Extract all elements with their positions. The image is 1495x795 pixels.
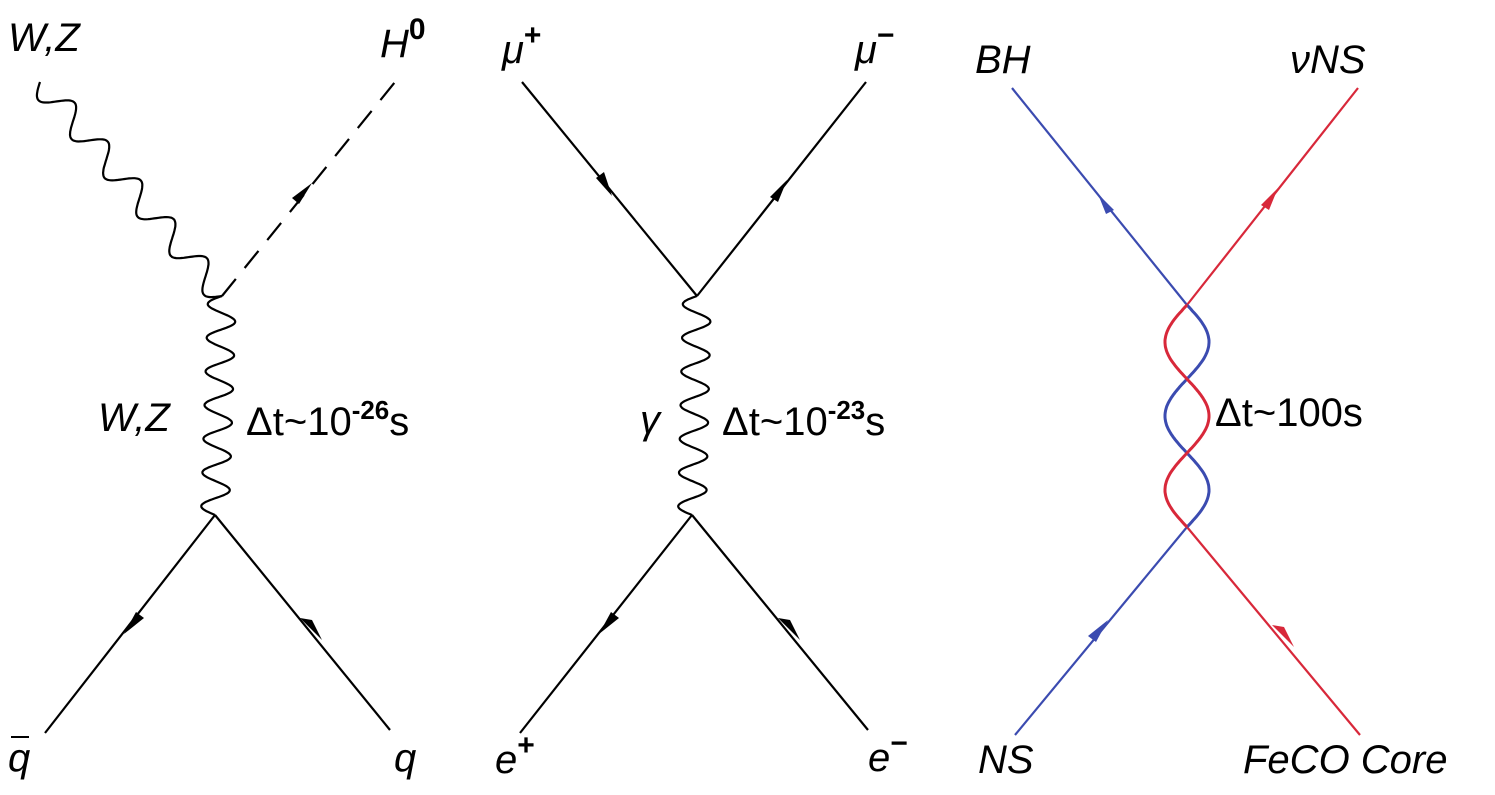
antiquark-arrow <box>124 612 144 634</box>
time-exponent-higgs: -26 <box>351 395 390 425</box>
neutron-star-diagram <box>1011 87 1361 736</box>
positron-charge: + <box>517 729 535 762</box>
quark-line <box>214 514 391 731</box>
time-exponent-qed: -23 <box>827 395 866 425</box>
feco-core-arrow <box>1272 625 1294 647</box>
label-muon-minus: μ− <box>855 21 894 72</box>
label-nu-ns: νNS <box>1290 38 1366 82</box>
electron-line <box>691 514 869 731</box>
positron-symbol: e <box>495 738 518 782</box>
label-antiquark: q <box>8 736 31 780</box>
wz-propagator-line <box>200 294 237 517</box>
muon-plus-symbol: μ <box>502 28 524 72</box>
muon-minus-arrow <box>770 180 787 202</box>
higgs-symbol: H <box>380 22 409 66</box>
time-label-neutron-star: Δt~100s <box>1215 391 1363 435</box>
muon-plus-arrow <box>596 172 612 196</box>
muon-minus-symbol: μ <box>855 28 877 72</box>
nu-ns-arrow <box>1261 188 1278 210</box>
label-quark: q <box>394 736 417 780</box>
label-muon-plus: μ+ <box>502 21 541 72</box>
label-electron: e− <box>868 729 908 780</box>
time-label-higgs: Δt~10-26s <box>246 397 410 444</box>
label-photon: γ <box>640 398 660 442</box>
time-prefix-higgs: Δt~10 <box>246 400 352 444</box>
photon-propagator-line <box>677 294 712 517</box>
higgs-arrow <box>292 183 312 204</box>
incoming-wz-boson-line <box>35 81 223 299</box>
label-higgs: H0 <box>380 15 426 66</box>
electron-arrow <box>778 618 800 640</box>
electron-symbol: e <box>868 736 891 780</box>
muon-plus-charge: + <box>523 19 542 52</box>
red-helix-strand <box>1163 303 1211 529</box>
quark-arrow <box>300 618 322 640</box>
higgs-superscript: 0 <box>408 13 426 46</box>
higgs-scalar-line <box>221 81 396 297</box>
label-positron: e+ <box>495 731 535 782</box>
positron-arrow <box>599 612 619 634</box>
feco-core-line <box>1186 526 1361 736</box>
black-hole-arrow <box>1098 194 1114 214</box>
label-black-hole: BH <box>975 38 1031 82</box>
label-wz-incoming: W,Z <box>8 16 80 60</box>
qed-diagram <box>519 81 869 734</box>
higgs-diagram <box>35 81 396 734</box>
label-wz-propagator: W,Z <box>98 396 170 440</box>
time-prefix-qed: Δt~10 <box>722 400 828 444</box>
electron-charge: − <box>890 727 908 760</box>
blue-helix-strand <box>1163 303 1211 529</box>
label-neutron-star: NS <box>978 738 1034 782</box>
time-unit-qed: s <box>865 400 886 444</box>
muon-minus-charge: − <box>876 19 895 52</box>
time-unit-higgs: s <box>389 400 410 444</box>
time-label-qed: Δt~10-23s <box>722 397 886 444</box>
antiquark-symbol: q <box>8 736 31 780</box>
neutron-star-arrow <box>1088 620 1108 642</box>
label-feco-core: FeCO Core <box>1243 738 1448 782</box>
